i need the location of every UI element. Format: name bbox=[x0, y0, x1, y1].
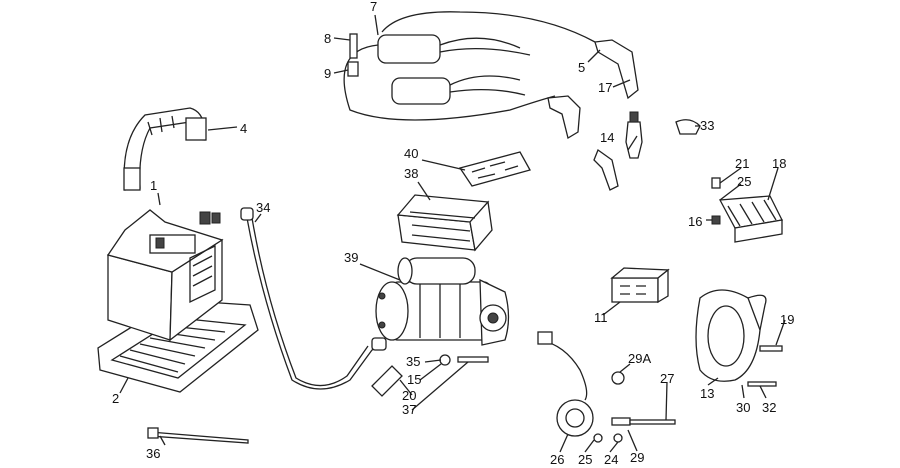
callout-33: 33 bbox=[700, 118, 714, 133]
callout-14: 14 bbox=[600, 130, 614, 145]
callout-37: 37 bbox=[402, 402, 416, 417]
callout-39: 39 bbox=[344, 250, 358, 265]
cable-tie bbox=[147, 427, 249, 444]
connector-block bbox=[610, 267, 670, 304]
callout-1: 1 bbox=[150, 178, 157, 193]
callout-20: 20 bbox=[402, 388, 416, 403]
callout-34: 34 bbox=[256, 200, 270, 215]
grommet bbox=[675, 119, 701, 135]
callout-17: 17 bbox=[598, 80, 612, 95]
callout-13: 13 bbox=[700, 386, 714, 401]
callout-16: 16 bbox=[688, 214, 702, 229]
callout-25-pickup: 25 bbox=[578, 452, 592, 467]
spark-plug-caps bbox=[547, 39, 639, 140]
callout-8: 8 bbox=[324, 31, 331, 46]
callout-19: 19 bbox=[780, 312, 794, 327]
callout-15: 15 bbox=[407, 372, 421, 387]
callout-35: 35 bbox=[406, 354, 420, 369]
callout-40: 40 bbox=[404, 146, 418, 161]
callout-26: 26 bbox=[550, 452, 564, 467]
callout-25-regulator: 25 bbox=[737, 174, 751, 189]
callout-38: 38 bbox=[404, 166, 418, 181]
leader-lines bbox=[119, 14, 786, 453]
callout-30: 30 bbox=[736, 400, 750, 415]
callout-32: 32 bbox=[762, 400, 776, 415]
voltage-regulator bbox=[711, 177, 783, 243]
bolts-washers bbox=[371, 354, 489, 397]
battery bbox=[106, 209, 224, 342]
callout-21: 21 bbox=[735, 156, 749, 171]
battery-tray bbox=[97, 299, 259, 393]
callout-5: 5 bbox=[578, 60, 585, 75]
callout-36: 36 bbox=[146, 446, 160, 461]
battery-strap bbox=[123, 107, 207, 191]
sticker-sheet bbox=[458, 151, 531, 187]
callout-29: 29 bbox=[630, 450, 644, 465]
ignition-coils bbox=[343, 11, 596, 121]
callout-labels: 1 2 4 5 7 8 9 11 13 14 15 16 17 18 19 20… bbox=[112, 0, 794, 467]
starter-cover bbox=[396, 194, 493, 252]
callout-24: 24 bbox=[604, 452, 618, 467]
starter-motor bbox=[375, 257, 510, 346]
callout-18: 18 bbox=[772, 156, 786, 171]
callout-29a: 29A bbox=[628, 351, 651, 366]
callout-4: 4 bbox=[240, 121, 247, 136]
sensors bbox=[593, 111, 643, 191]
alternator-stator bbox=[695, 289, 783, 387]
callout-7: 7 bbox=[370, 0, 377, 14]
callout-27: 27 bbox=[660, 371, 674, 386]
callout-11: 11 bbox=[594, 310, 608, 325]
callout-2: 2 bbox=[112, 391, 119, 406]
battery-cable bbox=[240, 207, 387, 390]
callout-9: 9 bbox=[324, 66, 331, 81]
pickup-assembly bbox=[537, 331, 676, 443]
